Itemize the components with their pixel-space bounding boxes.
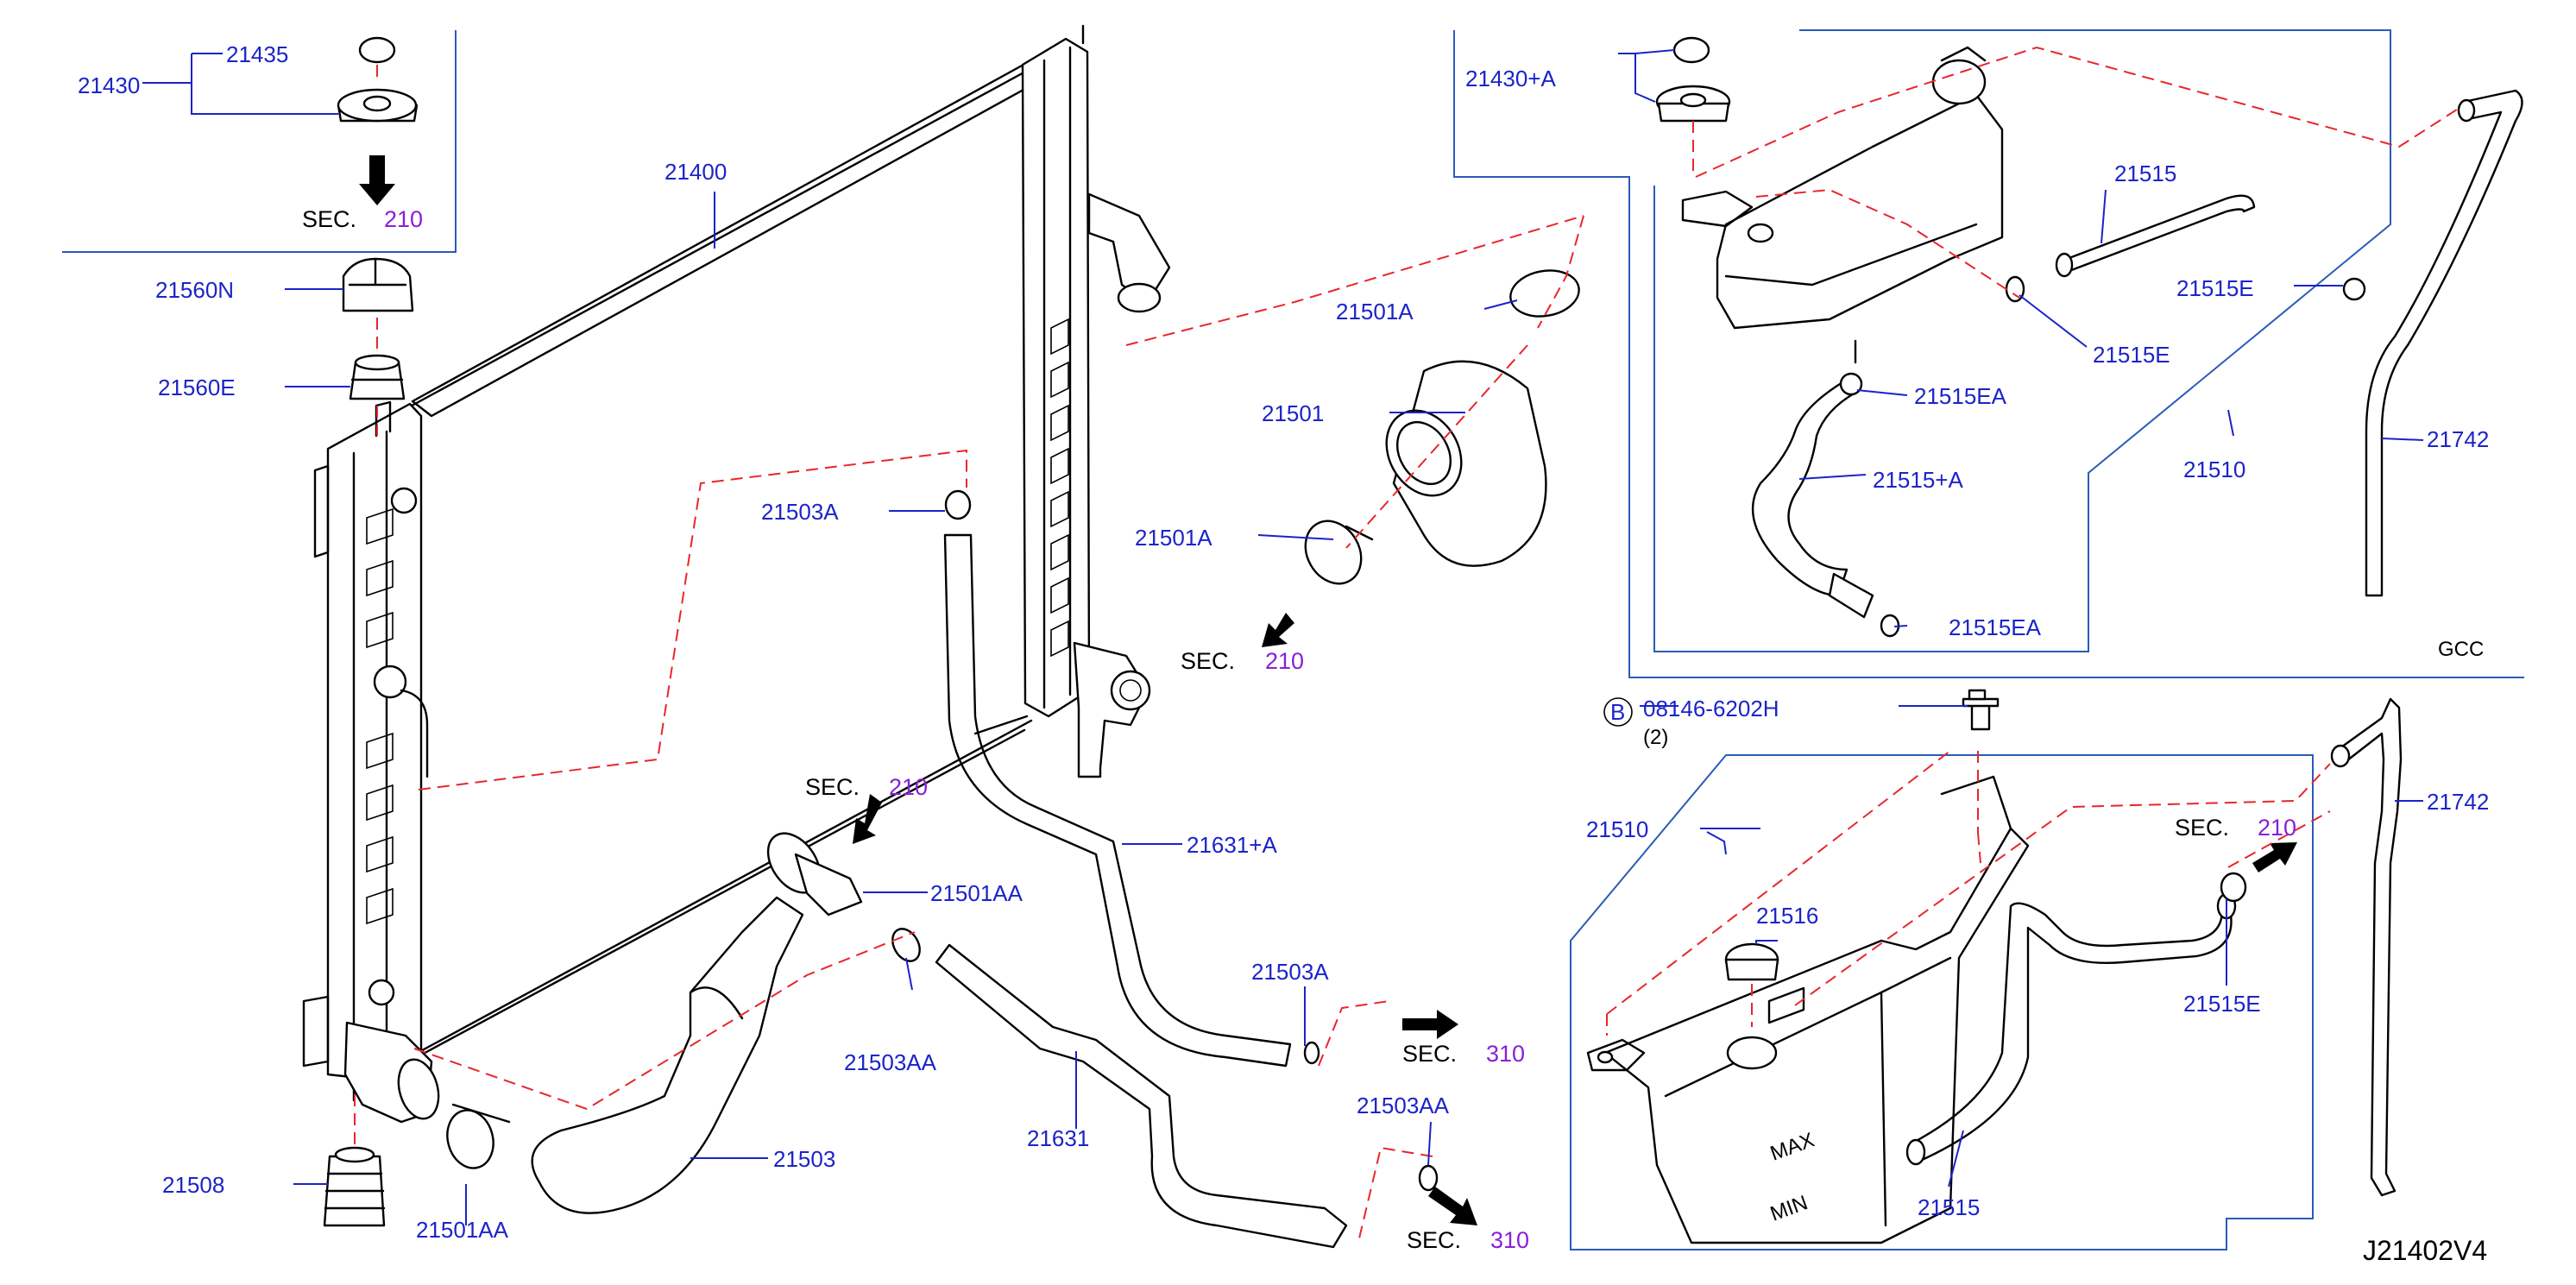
label-21515EA-2: 21515EA bbox=[1949, 614, 2042, 640]
hose-21631-A bbox=[943, 533, 1292, 1068]
sec-ref-1: 210 bbox=[384, 206, 423, 232]
label-21503A-top: 21503A bbox=[761, 499, 839, 525]
label-21501AA-top: 21501AA bbox=[930, 880, 1023, 906]
arrows bbox=[853, 613, 2297, 1225]
frame-lines bbox=[62, 29, 2524, 1250]
label-21560E: 21560E bbox=[158, 375, 236, 400]
hose-21631 bbox=[935, 943, 1348, 1249]
dashed-lines bbox=[354, 46, 2460, 1239]
label-21515A: 21515+A bbox=[1873, 467, 1963, 493]
label-bolt-qty: (2) bbox=[1643, 726, 1668, 749]
section-references: SEC. 210 SEC. 210 SEC. 210 SEC. 310 SEC.… bbox=[302, 206, 2296, 1253]
cap-21560N bbox=[342, 257, 414, 312]
lower-hose-21503 bbox=[531, 832, 822, 1214]
part-labels: 21430 21435 21560N 21560E 21400 21503A 2… bbox=[78, 41, 2489, 1266]
label-21503AA-low: 21503AA bbox=[1357, 1093, 1450, 1118]
label-21430: 21430 bbox=[78, 72, 140, 98]
bolt-marker-circle bbox=[1603, 697, 1633, 727]
arrow-down-right-icon bbox=[1428, 1187, 1477, 1225]
bolt-08146-6202H bbox=[1603, 689, 1987, 727]
cap-21560E bbox=[349, 354, 406, 400]
sec-ref-5: 310 bbox=[1490, 1227, 1529, 1253]
label-21560N: 21560N bbox=[155, 277, 234, 303]
label-21400: 21400 bbox=[664, 159, 727, 185]
radiator bbox=[302, 24, 1171, 1124]
label-08146-6202H: 08146-6202H bbox=[1643, 696, 1779, 721]
sec-word-1: SEC. bbox=[302, 206, 356, 232]
label-21510-top: 21510 bbox=[2183, 457, 2245, 482]
label-21501: 21501 bbox=[1262, 400, 1324, 426]
bolt-marker-letter: B bbox=[1610, 699, 1625, 725]
gcc-outer-frame bbox=[1453, 30, 2524, 678]
label-21742-top: 21742 bbox=[2427, 426, 2489, 452]
sec-word-6: SEC. bbox=[2175, 815, 2229, 841]
arrow-up-icon bbox=[853, 794, 882, 844]
reservoir-lower: MAX MIN bbox=[1586, 697, 2030, 1244]
reservoir-gcc bbox=[1655, 36, 2366, 638]
sec-ref-2: 210 bbox=[1265, 648, 1304, 674]
clamps bbox=[446, 489, 1439, 1192]
arrow-right-icon bbox=[1402, 1010, 1458, 1039]
label-21501A-top: 21501A bbox=[1336, 299, 1414, 324]
label-21515-top: 21515 bbox=[2114, 161, 2176, 186]
sec-ref-4: 310 bbox=[1486, 1041, 1525, 1067]
label-21516: 21516 bbox=[1756, 903, 1818, 929]
label-21508: 21508 bbox=[162, 1172, 224, 1198]
label-21742-low: 21742 bbox=[2427, 789, 2489, 815]
cap-inset-frame bbox=[62, 30, 457, 253]
leader-lines bbox=[142, 49, 2424, 1225]
sec-word-4: SEC. bbox=[1402, 1041, 1457, 1067]
drain-plug-21508 bbox=[323, 1146, 386, 1227]
label-21515E-top1: 21515E bbox=[2176, 275, 2254, 301]
gcc-inner-frame bbox=[1653, 145, 2391, 652]
label-21515EA-1: 21515EA bbox=[1914, 383, 2007, 409]
diagram-code: J21402V4 bbox=[2363, 1235, 2487, 1266]
hose-21742-low bbox=[2330, 697, 2403, 1197]
label-21503A-low: 21503A bbox=[1251, 959, 1329, 985]
label-21435: 21435 bbox=[226, 41, 288, 67]
label-21631: 21631 bbox=[1027, 1125, 1089, 1151]
label-21501AA-low: 21501AA bbox=[416, 1217, 509, 1243]
label-21631A: 21631+A bbox=[1187, 832, 1277, 858]
label-21515E-top2: 21515E bbox=[2093, 342, 2170, 368]
arrow-down-icon bbox=[359, 155, 395, 205]
label-gcc: GCC bbox=[2438, 638, 2484, 661]
label-21503AA-left: 21503AA bbox=[844, 1049, 937, 1075]
gcc-top-frame bbox=[1799, 29, 2391, 145]
label-21510-low: 21510 bbox=[1586, 816, 1648, 842]
radiator-cap-21430 bbox=[337, 36, 419, 205]
sec-word-5: SEC. bbox=[1407, 1227, 1461, 1253]
lower-tank-frame bbox=[1570, 754, 2314, 1250]
sec-ref-6: 210 bbox=[2258, 815, 2296, 841]
sec-word-2: SEC. bbox=[1181, 648, 1235, 674]
arrow-down-left-icon bbox=[1262, 613, 1294, 647]
label-21503: 21503 bbox=[773, 1146, 835, 1172]
label-21515E-low: 21515E bbox=[2183, 991, 2261, 1017]
label-21515-low: 21515 bbox=[1918, 1194, 1980, 1220]
label-21501A-mid: 21501A bbox=[1135, 525, 1212, 551]
label-21430A: 21430+A bbox=[1465, 66, 1556, 91]
sec-word-3: SEC. bbox=[805, 774, 860, 800]
hose-21742-top bbox=[2365, 89, 2523, 597]
sec-ref-3: 210 bbox=[889, 774, 928, 800]
arrow-up-right-icon bbox=[2252, 842, 2297, 872]
